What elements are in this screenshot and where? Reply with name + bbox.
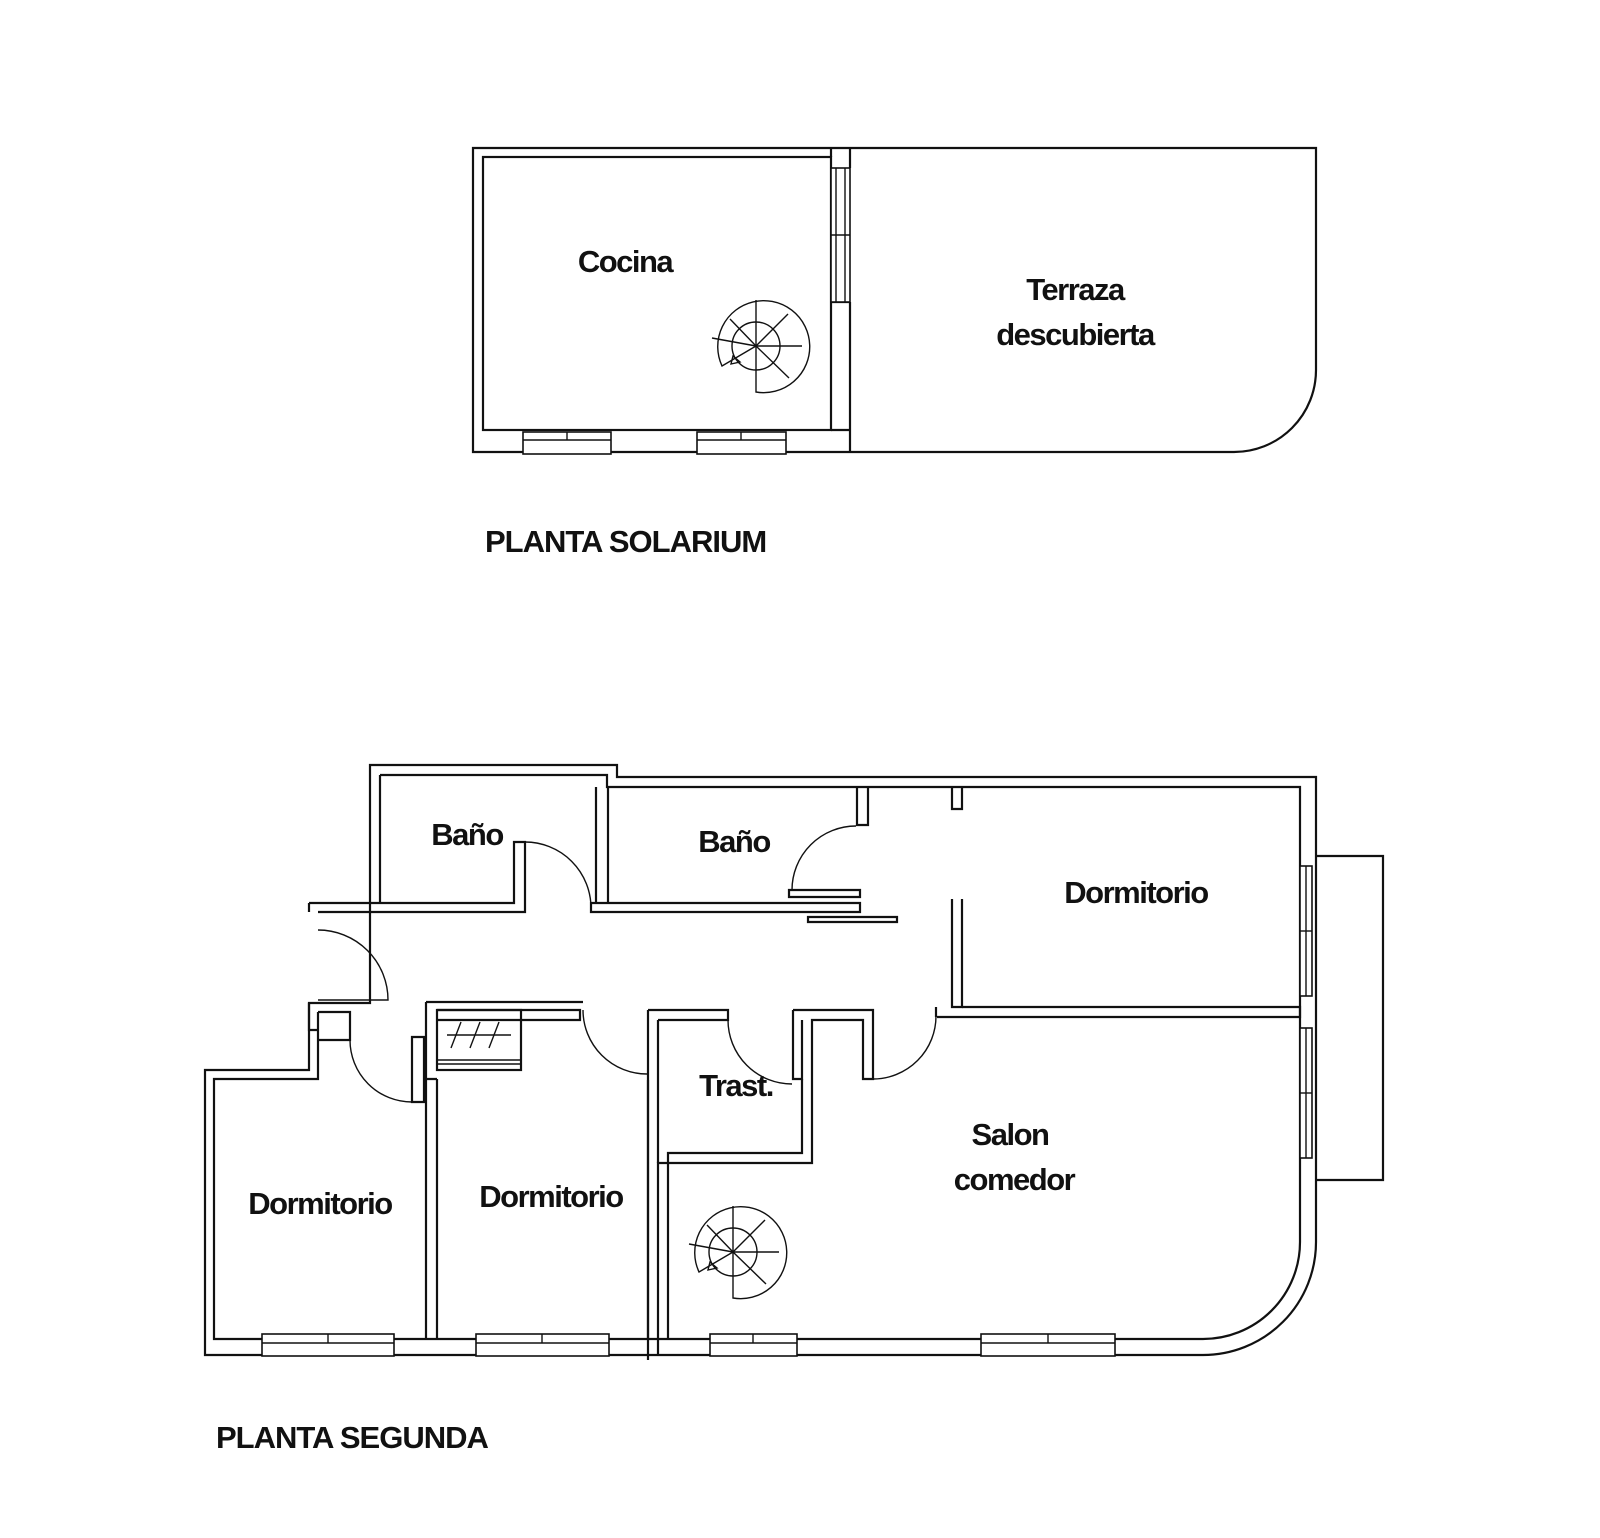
room-label-bano-left: Baño: [431, 817, 503, 852]
segunda-window-3: [709, 1333, 798, 1357]
solarium-spiral-stair: [711, 300, 811, 394]
segunda-window-2: [475, 1333, 610, 1357]
segunda-balcony: [1299, 854, 1385, 1182]
plan-solarium: Cocina Terraza descubierta PLANTA SOLARI…: [471, 146, 1318, 559]
segunda-outer-walls: [203, 763, 1318, 1357]
segunda-doors: [317, 825, 937, 1103]
plan-title-segunda: PLANTA SEGUNDA: [216, 1420, 489, 1455]
room-label-salon: Salon: [972, 1117, 1049, 1152]
solarium-walls: [471, 146, 1318, 454]
segunda-window-1: [261, 1333, 395, 1357]
room-label-trastero: Trast.: [699, 1068, 773, 1103]
segunda-spiral-stair: [688, 1206, 788, 1300]
solarium-window-1: [522, 431, 612, 455]
plan-segunda: Baño Baño Dormitorio Trast. Salon comedo…: [203, 763, 1385, 1455]
room-label-salon-comedor: comedor: [954, 1162, 1076, 1197]
room-label-dormitorio-right: Dormitorio: [1064, 875, 1208, 910]
room-label-dormitorio-middle: Dormitorio: [479, 1179, 623, 1214]
room-label-terraza: Terraza: [1026, 272, 1126, 307]
room-label-terraza-descubierta: descubierta: [996, 317, 1156, 352]
segunda-closet: [435, 1008, 523, 1072]
plan-title-solarium: PLANTA SOLARIUM: [485, 524, 766, 559]
room-label-dormitorio-left: Dormitorio: [248, 1186, 392, 1221]
room-label-cocina: Cocina: [578, 244, 675, 279]
segunda-window-4: [980, 1333, 1116, 1357]
segunda-partitions: [307, 787, 1302, 1360]
room-label-bano-right: Baño: [698, 824, 770, 859]
solarium-partition-window: [830, 167, 851, 303]
solarium-window-2: [696, 431, 787, 455]
